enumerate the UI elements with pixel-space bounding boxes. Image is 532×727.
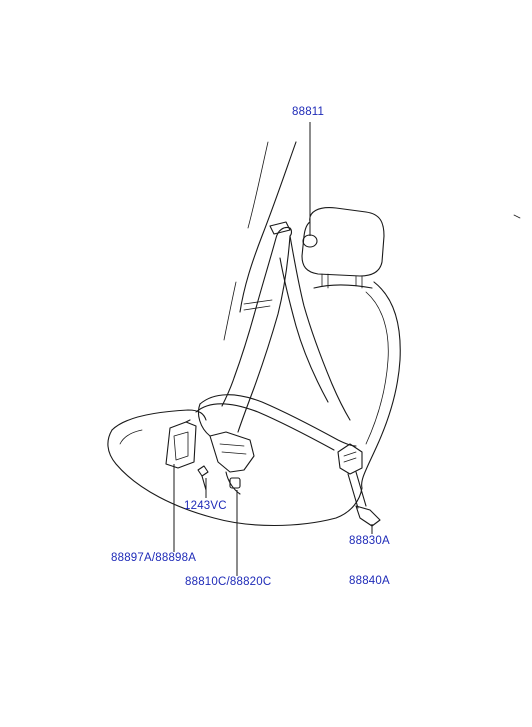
label-buckle-assembly[interactable]: 88810C/88820C [185, 575, 271, 589]
label-88840A[interactable]: 88840A [349, 574, 390, 588]
label-88897A-text: 88897A [111, 552, 152, 564]
leader-lines [173, 122, 373, 576]
label-separator: / [151, 552, 156, 564]
label-88898A-text: 88898A [155, 552, 197, 564]
seat-cushion [107, 409, 363, 527]
label-88830A[interactable]: 88830A [349, 534, 390, 548]
label-1243VC[interactable]: 1243VC [184, 499, 227, 513]
bolt-art [197, 465, 209, 491]
label-buckle-cover[interactable]: 88897A/88898A [111, 551, 196, 565]
label-88811-text: 88811 [292, 106, 325, 118]
buckle-assembly-art [209, 431, 255, 495]
label-88820C-text: 88820C [229, 576, 272, 588]
label-88811[interactable]: 88811 [292, 105, 324, 119]
label-1243VC-text: 1243VC [184, 500, 227, 512]
headrest [301, 207, 385, 289]
label-separator: / [226, 576, 230, 588]
seat-back [223, 141, 521, 489]
label-88840A-text: 88840A [349, 575, 390, 587]
upper-anchor-point [302, 234, 318, 248]
label-88810C-text: 88810C [185, 576, 227, 588]
label-88830A-text: 88830A [349, 535, 390, 547]
shoulder-belt [221, 221, 351, 433]
lower-anchor-art [337, 443, 381, 527]
buckle-cover-art [165, 419, 197, 469]
lap-belt [195, 394, 357, 451]
